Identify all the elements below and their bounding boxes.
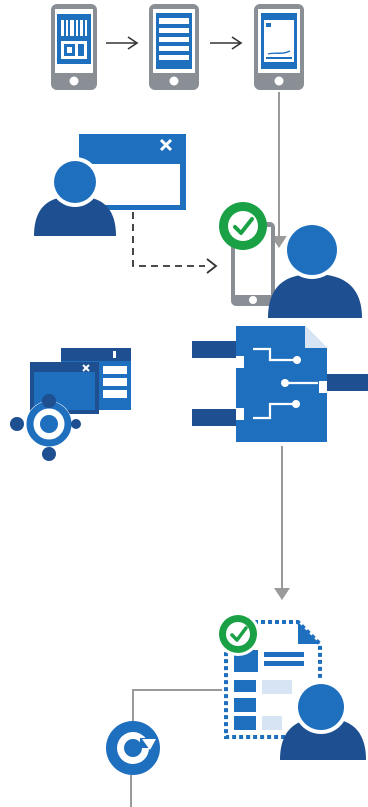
dashed-user-to-phone xyxy=(132,212,218,274)
line-sync-to-document xyxy=(130,689,222,807)
user-with-window-icon xyxy=(34,134,186,236)
phone-form-preview-icon xyxy=(254,4,304,90)
sync-circle-icon xyxy=(106,721,160,775)
arrow-phone2-to-phone3 xyxy=(210,36,243,50)
approved-document-user-icon xyxy=(216,612,366,760)
settings-windows-icon xyxy=(10,348,131,461)
line-document-down xyxy=(274,446,290,600)
document-workflow-icon xyxy=(192,326,368,442)
phone-form-list-icon xyxy=(149,4,199,90)
approved-phone-user-icon xyxy=(219,202,362,318)
phone-barcode-scan-icon xyxy=(51,4,97,90)
arrow-phone1-to-phone2 xyxy=(106,36,139,50)
